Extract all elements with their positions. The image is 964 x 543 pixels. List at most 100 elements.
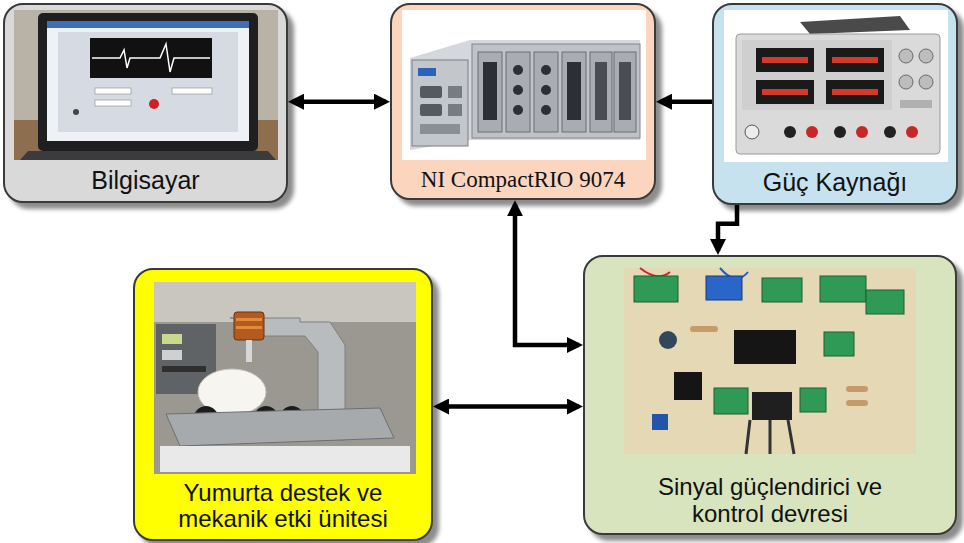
egg-rig-photo-part [234, 312, 264, 340]
circuit-board-photo-part [674, 372, 702, 400]
circuit-board-photo-part [746, 420, 794, 454]
crio-photo-part [506, 52, 530, 132]
power-supply-photo-part [832, 57, 878, 63]
crio-photo-part [420, 86, 442, 98]
crio-photo-part [412, 60, 468, 146]
egg-rig-photo-part [198, 369, 266, 415]
egg-rig-photo-part [246, 340, 252, 362]
connector-arrow [660, 99, 712, 104]
laptop-photo-part [149, 99, 159, 109]
crio-photo-part [541, 105, 551, 115]
connector-arrow [515, 204, 579, 345]
circuit-board-photo-part [866, 290, 904, 314]
circuit-board-photo-part [752, 392, 792, 420]
crio-photo-part [483, 62, 497, 120]
laptop-photo-part [38, 13, 258, 151]
crio-photo-part [567, 62, 581, 120]
crio-photo-part [595, 62, 607, 120]
power-supply-photo-part [756, 48, 814, 72]
circuit-board-photo-part [652, 414, 668, 430]
crio-photo-part [448, 104, 462, 116]
power-supply-photo-part [899, 75, 913, 89]
laptop-photo-part [90, 38, 212, 78]
circuit-board-photo-part [706, 276, 742, 300]
laptop-photo-part [73, 109, 79, 115]
node-label: Sinyal güçlendirici ve kontrol devresi [629, 474, 911, 527]
crio-photo [402, 10, 646, 160]
crio-photo-part [420, 104, 442, 116]
power-supply-photo [724, 10, 948, 162]
egg-rig-photo-part [154, 282, 416, 322]
power-supply-photo-part [834, 126, 846, 138]
circuit-board-photo-part [690, 326, 718, 332]
crio-photo-part [410, 40, 640, 150]
power-supply-photo-part [724, 10, 948, 162]
power-supply-photo-part [856, 126, 868, 138]
node-label: Yumurta destek ve mekanik etki ünitesi [152, 480, 414, 533]
power-supply-photo-part [919, 75, 933, 89]
power-supply-photo-part [762, 57, 808, 63]
node-label: Güç Kaynağı [763, 169, 908, 197]
power-supply-photo-part [832, 89, 878, 95]
computer-box: Bilgisayar [3, 3, 288, 203]
crio-photo-part [472, 44, 640, 138]
power-supply-photo-part [800, 16, 910, 34]
connector-arrow [292, 99, 386, 104]
crio-photo-part [619, 62, 631, 120]
crio-photo-part [513, 105, 523, 115]
crio-photo-part [614, 52, 636, 132]
egg-rig-photo-part [156, 324, 216, 394]
controller-box: NI CompactRIO 9074 [390, 3, 656, 200]
laptop-photo-part [20, 151, 276, 160]
egg-rig-photo-part [230, 318, 345, 440]
crio-photo-part [478, 52, 502, 132]
laptop-photo-part [92, 44, 210, 72]
crio-photo-part [590, 52, 612, 132]
circuit-board-photo-part [640, 268, 670, 276]
power-supply-photo-part [806, 126, 818, 138]
laptop-photo-part [14, 120, 278, 160]
egg-rig-photo-part [194, 406, 218, 430]
laptop-photo-part [47, 21, 249, 141]
circuit-board-photo-part [634, 276, 678, 302]
egg-rig-photo-part [162, 366, 206, 372]
circuit-board-photo-part [846, 400, 868, 406]
egg-rig-photo [154, 282, 416, 474]
crio-photo-part [562, 52, 586, 132]
crio-photo-part [541, 65, 551, 75]
power-supply-photo-part [745, 125, 759, 139]
power-supply-photo-part [826, 80, 884, 104]
laptop-photo [14, 10, 278, 160]
egg-rig-photo-part [280, 406, 304, 430]
crio-photo-part [420, 124, 460, 134]
crio-photo-part [418, 68, 436, 76]
power-supply-box: Güç Kaynağı [712, 3, 958, 205]
crio-photo-part [534, 52, 558, 132]
circuit-board-photo-part [714, 388, 748, 414]
circuit-board-photo-part [624, 268, 916, 454]
circuit-board-photo-part [800, 388, 826, 412]
crio-photo-part [513, 85, 523, 95]
node-label: NI CompactRIO 9074 [421, 167, 625, 192]
egg-rig-photo-part [160, 446, 410, 472]
laptop-photo-part [172, 88, 212, 94]
laptop-photo-part [14, 10, 278, 160]
crio-photo-part [541, 85, 551, 95]
circuit-board-photo-part [659, 331, 677, 349]
circuit-board-photo-part [762, 278, 802, 302]
power-supply-photo-part [742, 40, 892, 110]
power-supply-photo-part [900, 100, 932, 108]
circuit-board-photo-part [720, 268, 748, 278]
egg-rig-photo-part [236, 318, 262, 321]
power-supply-photo-part [919, 49, 933, 63]
circuit-box: Sinyal güçlendirici ve kontrol devresi [583, 255, 957, 535]
egg-unit-box: Yumurta destek ve mekanik etki ünitesi [133, 268, 433, 541]
laptop-photo-part [95, 88, 131, 94]
egg-rig-photo-part [254, 406, 278, 430]
circuit-board-photo-part [824, 332, 854, 356]
laptop-photo-part [47, 21, 249, 28]
connector-arrow [437, 404, 579, 409]
power-supply-photo-part [756, 80, 814, 104]
crio-photo-part [448, 86, 462, 98]
